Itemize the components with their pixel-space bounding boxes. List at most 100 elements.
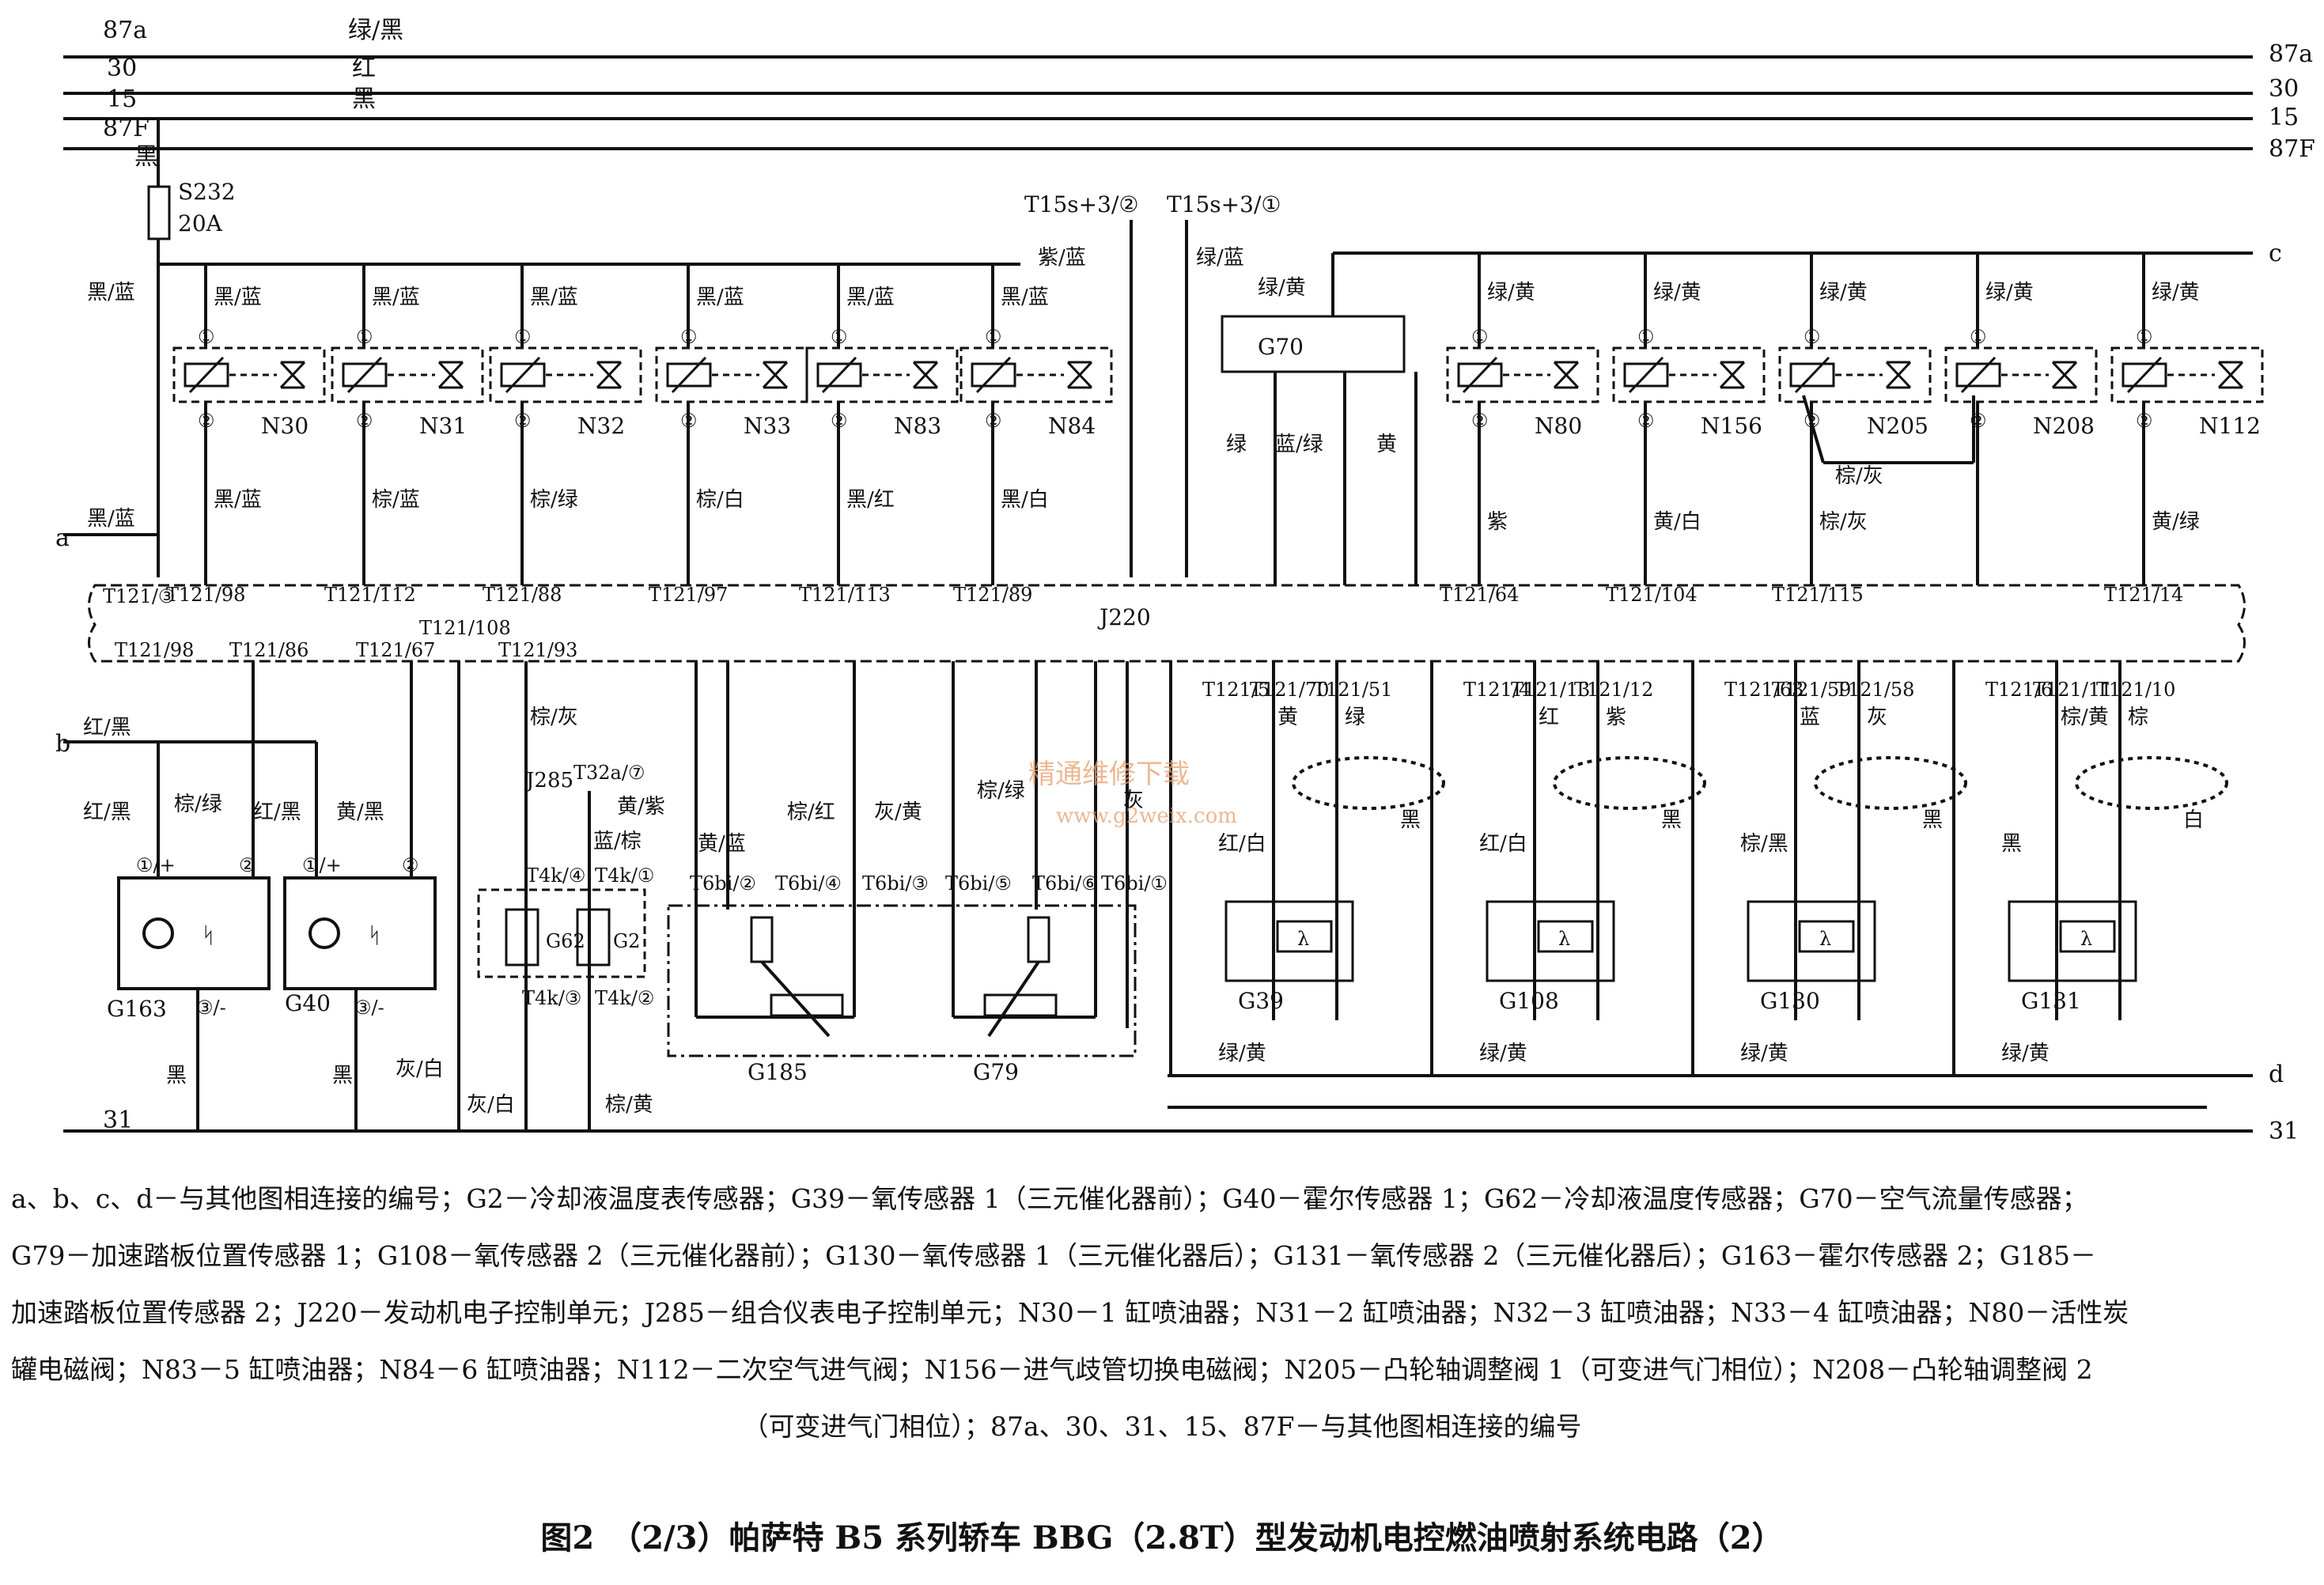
valve-n205-label: N205 <box>1867 413 1928 439</box>
t6bi-1: T6bi/① <box>1101 872 1168 895</box>
valve-n208-box <box>1944 346 2098 403</box>
valve-n112-valve-icon <box>2217 361 2244 389</box>
g70-wire-3: 黄 <box>1376 433 1397 456</box>
ecu-label: J220 <box>1097 604 1151 630</box>
injector-n32-coil-icon <box>500 362 546 388</box>
o2-g39-label: G39 <box>1238 988 1284 1014</box>
injector-n30-valve-icon <box>279 361 306 389</box>
valve-n156-bottom-wire: 黄/白 <box>1653 510 1701 534</box>
valve-n112-ecu-pin: T121/14 <box>2104 584 2183 606</box>
valve-n208-top-wire: 绿/黄 <box>1985 281 2034 305</box>
g163-minus: ③/- <box>196 997 226 1019</box>
t15-left: T15s+3/② <box>1024 191 1138 218</box>
injector-n32-pin2: ② <box>514 410 532 432</box>
g70-label: G70 <box>1258 334 1304 360</box>
rail-87a-label: 87a <box>103 17 147 44</box>
pedal-wire-4: 棕/绿 <box>977 779 1025 803</box>
injector-n83-pin2: ② <box>831 410 848 432</box>
g40-wire-2: 黄/黑 <box>336 800 384 824</box>
o2-g131-pin-1: T121/6 <box>1985 679 2053 701</box>
watermark-line2: www.g2weix.com <box>1056 804 1237 828</box>
o2-g108-wire-1: 红 <box>1539 705 1559 729</box>
injector-n30-pin2: ② <box>198 410 215 432</box>
b-wire: 红/黑 <box>83 716 131 740</box>
valve-n80-coil-icon <box>1457 362 1503 388</box>
valve-n112-top-wire: 绿/黄 <box>2152 281 2200 305</box>
valve-n156-coil-icon <box>1623 362 1669 388</box>
o2-g130-label: G130 <box>1760 988 1820 1014</box>
g185-label: G185 <box>748 1059 808 1085</box>
valve-n205-box <box>1778 346 1932 403</box>
fuse-out-wire: 黑/蓝 <box>87 281 135 305</box>
injector-n30-pin1: ① <box>198 326 215 348</box>
valve-n112-bottom-wire: 黄/绿 <box>2152 510 2200 534</box>
valve-n80-top-wire: 绿/黄 <box>1487 281 1535 305</box>
o2-g131-label: G131 <box>2021 988 2081 1014</box>
injector-n30-coil-icon <box>184 362 229 388</box>
injector-n30-ecu-pin: T121/98 <box>166 584 245 606</box>
injector-n31-box <box>331 346 484 403</box>
injector-n33-bottom-wire: 棕/白 <box>696 488 744 512</box>
o2-g108-lambda-symbol: λ <box>1558 928 1570 950</box>
valve-n208-pin1: ① <box>1970 326 1987 348</box>
connector-c: c <box>2269 240 2282 267</box>
o2-g39-pin-2: T121/70 <box>1250 679 1329 701</box>
g163-wire-1: 红/黑 <box>83 800 131 824</box>
caption-line-5: （可变进气门相位）；87a、30、31、15、87F－与其他图相连接的编号 <box>742 1411 1582 1442</box>
o2-g108-pin-2: T121/13 <box>1511 679 1590 701</box>
o2-g131-wire-2: 棕 <box>2128 705 2148 729</box>
rail-31-label: 31 <box>103 1106 133 1134</box>
injector-n84-box <box>960 346 1113 403</box>
valve-n112-pin2: ② <box>2136 410 2153 432</box>
g70-wire-top: 绿/黄 <box>1258 276 1306 300</box>
t6bi-2: T6bi/② <box>690 872 756 895</box>
o2-g130-lambda-symbol: λ <box>1819 928 1831 950</box>
t6bi-3: T6bi/③ <box>862 872 929 895</box>
valve-n80-valve-icon <box>1553 361 1580 389</box>
t15-right: T15s+3/① <box>1167 191 1281 218</box>
injector-n32-box <box>489 346 642 403</box>
valve-n156-top-wire: 绿/黄 <box>1653 281 1701 305</box>
watermark-line1: 精通维修下载 <box>1028 758 1190 790</box>
caption-line-3: 加速踏板位置传感器 2；J220－发动机电子控制单元；J285－组合仪表电子控制… <box>11 1297 2129 1328</box>
valve-n205-coil-icon <box>1789 362 1835 388</box>
connector-a: a <box>55 524 70 552</box>
g163-label: G163 <box>107 996 167 1022</box>
rail-30-wire: 红 <box>352 55 376 82</box>
o2-g130-wire-1: 蓝 <box>1800 705 1820 729</box>
o2-g39-box <box>1224 900 1354 982</box>
injector-n33-pin1: ① <box>680 326 698 348</box>
t6bi-4: T6bi/④ <box>775 872 842 895</box>
valve-n156-label: N156 <box>1701 413 1762 439</box>
o2-g108-box <box>1486 900 1615 982</box>
g40-wire-3: 黑 <box>332 1064 353 1088</box>
valve-n205-ecu-pin: T121/115 <box>1772 584 1864 606</box>
injector-n84-ecu-pin: T121/89 <box>953 584 1032 606</box>
injector-n33-pin2: ② <box>680 410 698 432</box>
o2-g130-wire-3: 黑 <box>1922 808 1943 832</box>
injector-n31-coil-icon <box>342 362 388 388</box>
valve-n80-pin1: ① <box>1471 326 1489 348</box>
g40-wire-4: 灰/白 <box>396 1057 444 1081</box>
valve-n208-valve-icon <box>2051 361 2078 389</box>
injector-n83-ecu-pin: T121/113 <box>799 584 891 606</box>
t15-left-wire: 紫/蓝 <box>1038 246 1086 270</box>
injector-n31-pin2: ② <box>356 410 373 432</box>
injector-n33-box <box>655 346 808 403</box>
g40-plus: ①/+ <box>302 854 342 876</box>
o2-g39-pin-1: T121/5 <box>1202 679 1270 701</box>
o2-g131-pin-2: T121/11 <box>2033 679 2112 701</box>
t4k-1: T4k/① <box>595 864 654 887</box>
o2-g39-wire-1: 黄 <box>1277 705 1298 729</box>
o2-g130-box <box>1747 900 1876 982</box>
o2-g130-wire-4: 棕/黑 <box>1740 832 1788 856</box>
o2-g39-lambda-icon <box>1276 920 1333 953</box>
valve-n205-top-wire: 绿/黄 <box>1819 281 1868 305</box>
g40-label: G40 <box>285 990 331 1016</box>
o2-g39-pin-3: T121/51 <box>1313 679 1392 701</box>
n205-n208-link-wire: 棕/灰 <box>1835 464 1883 488</box>
o2-g108-lambda-icon <box>1537 920 1594 953</box>
rail-30-label: 30 <box>107 55 137 82</box>
o2-g108-wire-2: 紫 <box>1606 705 1626 729</box>
